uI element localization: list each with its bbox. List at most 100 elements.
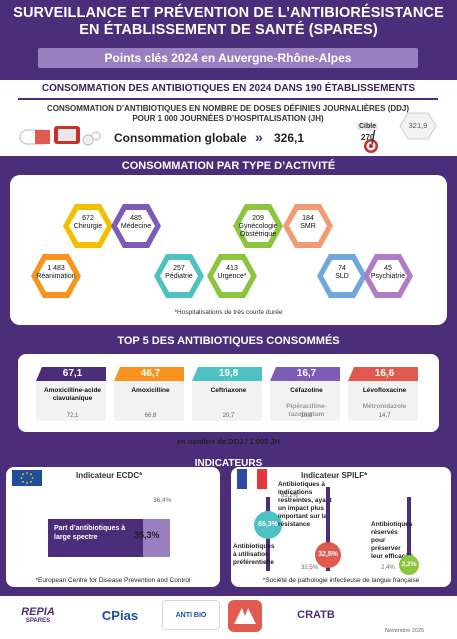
hexagon-shape [363, 254, 413, 298]
activity-value: 1 483 [47, 265, 65, 272]
page-title: SURVEILLANCE ET PRÉVENTION DE L’ANTIBIOR… [0, 5, 457, 39]
hexagon-shape [154, 254, 204, 298]
antibiotic-name-secondary: Métronidazole [362, 403, 407, 410]
ecdc-bar-label: Part d’antibiotiques à large spectre [54, 525, 126, 541]
spilf-col3-label: Antibiotiques réservés pour préserver le… [371, 521, 413, 560]
top5-section-title: TOP 5 DES ANTIBIOTIQUES CONSOMMÉS [117, 335, 340, 347]
hexagon-shape [317, 254, 367, 298]
ecdc-card: Indicateur ECDC* Part d’antibiotiques à … [6, 467, 220, 587]
spilf-col3-ref: 2,4% [381, 565, 395, 571]
spilf-col3-value: 2,2% [399, 555, 419, 575]
antibiotic-value: 46,7 [140, 368, 161, 379]
repia-logo-sub: SPARES [25, 618, 51, 624]
ecdc-bar-rest [143, 519, 170, 557]
global-consumption-value: 326,1 [274, 131, 305, 145]
cratb-logo: CRATB [297, 609, 335, 621]
header-band: SURVEILLANCE ET PRÉVENTION DE L’ANTIBIOR… [0, 0, 457, 80]
publication-date: Novembre 2025 [385, 628, 425, 634]
activity-value: 672 [82, 215, 94, 222]
hexagon-shape [111, 204, 161, 248]
eu-flag-icon [12, 470, 42, 486]
antibiotic-value: 16,7 [296, 368, 317, 379]
ecdc-reference: 36,4% [153, 497, 172, 504]
spilf-col2-label: Antibiotiques à indications restreintes,… [278, 481, 332, 528]
activity-value: 74 [338, 265, 346, 272]
title-line-1: SURVEILLANCE ET PRÉVENTION DE L’ANTIBIOR… [13, 5, 444, 21]
antibiotic-name: Amoxicilline [131, 387, 170, 394]
activity-note: *Hospitalisations de très courte durée [174, 309, 283, 316]
activity-value: 257 [173, 265, 185, 272]
antibiotic-card-shape [114, 367, 184, 421]
antibiotic-reference: 66,8 [144, 413, 157, 419]
activity-type: Pédiatrie [165, 273, 193, 280]
antibiotic-card-shape [348, 367, 418, 421]
ddj-line-2: POUR 1 000 JOURNÉES D’HOSPITALISATION (J… [132, 114, 324, 123]
target-value: 270 [361, 133, 375, 142]
antibio-logo: ANTI BIO [162, 600, 220, 630]
hexagon-shape [283, 204, 333, 248]
antibiotic-name-secondary: Pipéracilline-tazobactam [286, 403, 327, 418]
antibiotic-name: Lévofloxacine [362, 387, 407, 394]
activity-type: Urgence* [217, 273, 247, 280]
target-label: Cible [357, 123, 379, 130]
spilf-col1-ref: 65,2% [281, 493, 299, 499]
global-consumption-box: CONSOMMATION D’ANTIBIOTIQUES EN NOMBRE D… [18, 98, 438, 153]
cpias-logo: CPias [101, 607, 139, 623]
hexagon-shape [233, 204, 283, 248]
activity-value: 485 [130, 215, 142, 222]
activity-value: 45 [384, 265, 392, 272]
repia-logo: REPIA SPARES [8, 600, 68, 630]
antibiotic-value: 16,6 [374, 368, 395, 379]
activity-type: SMR [300, 223, 316, 230]
antibiotic-value: 67,1 [62, 368, 83, 379]
pills-icon [19, 126, 101, 146]
antibiotic-reference: 16,8 [300, 413, 313, 419]
activity-type: Chirurgie [73, 223, 103, 230]
activity-type: SLD [335, 273, 349, 280]
activity-value: 413 [226, 265, 238, 272]
spilf-title: Indicateur SPILF* [301, 471, 368, 480]
hexagon-shape [207, 254, 257, 298]
hexagon-shape [31, 254, 81, 298]
antibiotic-reference: 20,7 [222, 413, 235, 419]
spilf-col1-value: 65,3% [254, 511, 282, 539]
medical-logo-icon [228, 600, 262, 632]
subtitle: Points clés 2024 en Auvergne-Rhône-Alpes [38, 48, 418, 68]
activity-value: 209 [252, 215, 264, 222]
indicators-section-title: INDICATEURS [194, 458, 263, 469]
antibiotic-name: Amoxicilline-acide clavulanique [43, 387, 102, 402]
spilf-col2-ref: 32,5% [301, 565, 319, 571]
title-line-2: EN ÉTABLISSEMENT DE SANTÉ (SPARES) [79, 22, 378, 38]
chevron-right-icon: » [255, 129, 263, 145]
spilf-col1-label: Antibiotiques à utilisation préférentiel… [233, 543, 275, 566]
ecdc-title: Indicateur ECDC* [76, 471, 143, 480]
antibiotic-reference: 72,1 [66, 413, 79, 419]
antibiotic-name: Ceftriaxone [210, 387, 247, 394]
france-flag-icon [237, 469, 267, 489]
spilf-card: Indicateur SPILF* 65,3% 65,2% Antibiotiq… [231, 467, 451, 587]
spilf-col3-bar [407, 497, 411, 571]
global-consumption-label: Consommation globale [114, 131, 247, 145]
antibiotic-value: 19,8 [218, 368, 239, 379]
spilf-col2-bar [326, 487, 330, 571]
top5-unit: en nombre de DDJ / 1 000 JH [177, 437, 280, 446]
